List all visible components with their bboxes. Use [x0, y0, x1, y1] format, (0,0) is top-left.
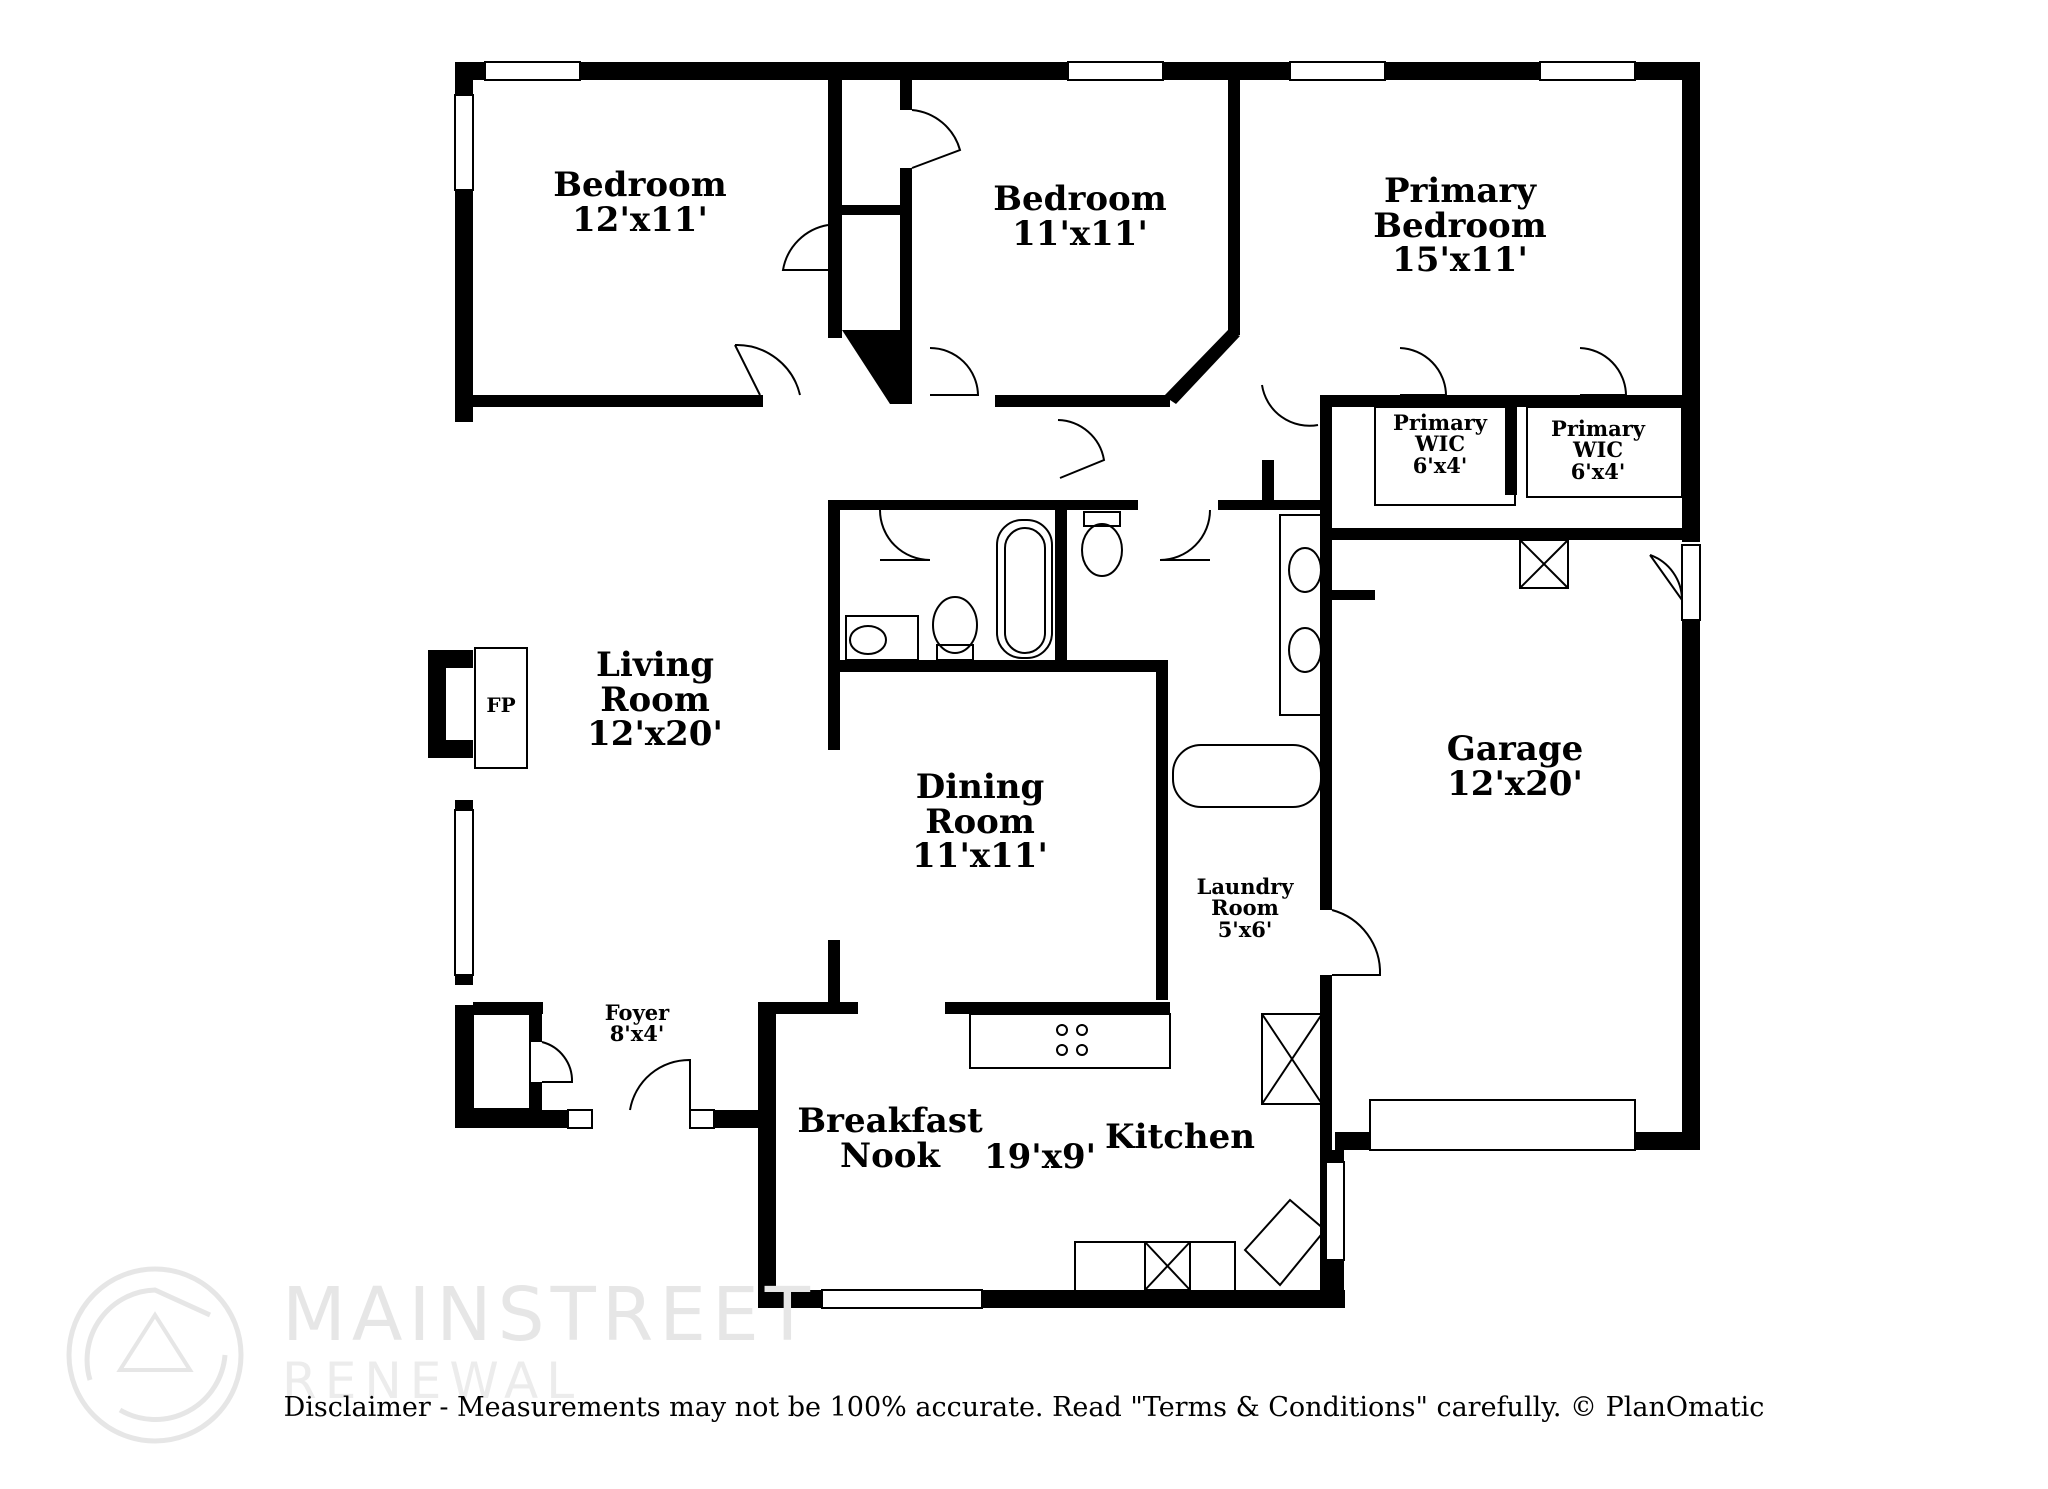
- room-name-line2: WIC: [1572, 437, 1624, 463]
- room-dims: 12'x20': [587, 714, 723, 755]
- room-dims: 8'x4': [609, 1021, 665, 1047]
- room-label-kitchen: Kitchen: [1100, 1120, 1260, 1155]
- room-name: Bedroom: [553, 165, 727, 205]
- room-name-line2: Room: [925, 801, 1035, 842]
- room-name-line2: Bedroom: [1373, 205, 1547, 246]
- room-label-garage: Garage 12'x20': [1410, 732, 1620, 801]
- room-dims: 6'x4': [1412, 452, 1468, 478]
- room-name-line2: Room: [1211, 895, 1279, 921]
- room-label-laundry-room: Laundry Room 5'x6': [1170, 874, 1320, 942]
- mainstreet-logo-icon: [66, 1266, 244, 1444]
- room-dims: 12'x20': [1447, 763, 1583, 804]
- room-name-line1: Primary: [1551, 416, 1645, 441]
- room-name-line2: Room: [600, 679, 710, 720]
- room-name-line1: Breakfast: [797, 1101, 983, 1141]
- windows: [454, 61, 1701, 1309]
- room-label-bedroom-2: Bedroom 11'x11': [985, 182, 1175, 251]
- fixtures: [472, 406, 1683, 1293]
- room-name-line1: Primary: [1383, 171, 1537, 211]
- disclaimer-text: Disclaimer - Measurements may not be 100…: [283, 1392, 1765, 1423]
- room-dims: 12'x11': [572, 199, 708, 240]
- room-dims: 15'x11': [1392, 240, 1528, 281]
- watermark-sub: RENEWAL: [282, 1352, 583, 1410]
- room-label-living-room: Living Room 12'x20': [560, 648, 750, 752]
- room-name: Bedroom: [993, 179, 1167, 219]
- room-dims: 5'x6': [1217, 916, 1273, 942]
- room-name-line1: Primary: [1393, 410, 1487, 435]
- room-label-kitchen-dims: 19'x9': [983, 1137, 1097, 1177]
- room-name-line1: Living: [596, 645, 714, 685]
- room-name-line2: Nook: [840, 1135, 940, 1176]
- room-name: Kitchen: [1105, 1117, 1255, 1157]
- watermark-brand: MAINSTREET: [282, 1272, 816, 1358]
- room-dims: 11'x11': [912, 836, 1048, 877]
- room-label-bedroom-1: Bedroom 12'x11': [545, 168, 735, 237]
- room-label-primary-wic-2: Primary WIC 6'x4': [1528, 416, 1668, 484]
- room-dims: 11'x11': [1012, 213, 1148, 254]
- room-label-breakfast-nook: Breakfast Nook: [790, 1104, 990, 1173]
- room-label-foyer: Foyer 8'x4': [572, 1002, 702, 1045]
- room-name: Foyer: [604, 1000, 670, 1025]
- room-name-line1: Laundry: [1196, 874, 1294, 899]
- room-label-primary-bedroom: Primary Bedroom 15'x11': [1350, 174, 1570, 278]
- room-name-line2: WIC: [1414, 431, 1466, 457]
- room-dims: 6'x4': [1570, 458, 1626, 484]
- room-name: Garage: [1446, 729, 1584, 769]
- room-label-primary-wic-1: Primary WIC 6'x4': [1370, 410, 1510, 478]
- room-name-line1: Dining: [915, 767, 1045, 807]
- fireplace-label: FP: [486, 693, 516, 717]
- room-label-dining-room: Dining Room 11'x11': [885, 770, 1075, 874]
- doors: [541, 109, 1684, 1111]
